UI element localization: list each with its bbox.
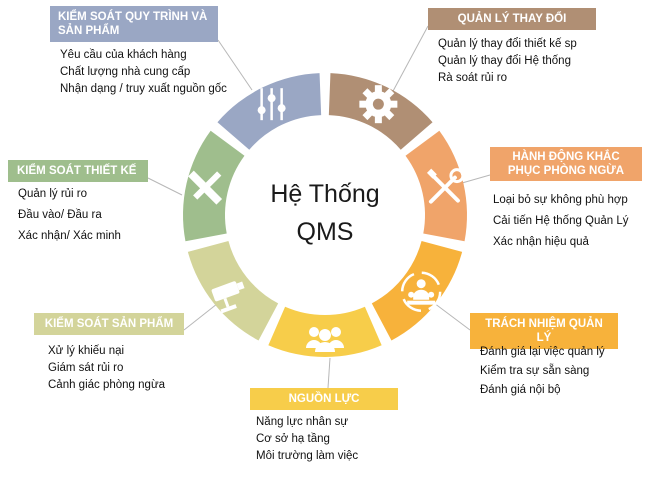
- list-item: Loại bỏ sự không phù hợp: [493, 194, 628, 206]
- list-item: Xác nhận/ Xác minh: [18, 230, 121, 242]
- list-item: Cải tiến Hệ thống Quản Lý: [493, 215, 629, 227]
- list-item: Môi trường làm việc: [256, 450, 359, 462]
- leader-line-kiem-soat-quy-trinh: [217, 39, 253, 91]
- list-item: Chất lượng nhà cung cấp: [60, 66, 191, 78]
- wheel-segment-hanh-dong-khac-phuc: [405, 130, 467, 242]
- team-cycle-icon: [400, 271, 442, 312]
- section-items-kiem-soat-san-pham: Xử lý khiếu nại Giám sát rủi ro Cảnh giá…: [48, 343, 165, 394]
- wheel-segment-kiem-soat-quy-trinh: [217, 73, 322, 150]
- section-items-nguon-luc: Năng lực nhân sự Cơ sở hạ tầng Môi trườn…: [256, 414, 358, 465]
- list-item: Quản lý thay đổi thiết kế sp: [438, 38, 577, 50]
- list-item: Giám sát rủi ro: [48, 362, 124, 374]
- section-header-nguon-luc: NGUỒN LỰC: [250, 388, 398, 410]
- leader-line-quan-ly-thay-doi: [391, 25, 429, 94]
- section-items-trach-nhiem-quan-ly: Đánh giá lại việc quản lý Kiểm tra sự sẵ…: [480, 343, 605, 400]
- center-title-line1: Hệ Thống: [270, 180, 380, 208]
- list-item: Năng lực nhân sự: [256, 416, 349, 428]
- section-header-trach-nhiem-quan-ly: TRÁCH NHIỆM QUẢN LÝ: [470, 313, 618, 349]
- list-item: Đầu vào/ Đầu ra: [18, 209, 102, 221]
- leader-line-nguon-luc: [327, 357, 331, 389]
- section-header-kiem-soat-quy-trinh: KIỂM SOÁT QUY TRÌNH VÀ SẢN PHẨM: [50, 6, 218, 42]
- section-header-quan-ly-thay-doi: QUẢN LÝ THAY ĐỔI: [428, 8, 596, 30]
- gear-icon: [359, 85, 398, 124]
- list-item: Quản lý thay đổi Hệ thống: [438, 55, 571, 67]
- list-item: Quản lý rủi ro: [18, 188, 88, 200]
- list-item: Cảnh giác phòng ngừa: [48, 379, 166, 391]
- pencil-ruler-icon: [188, 170, 223, 205]
- sliders-icon: [257, 88, 286, 121]
- wheel-icons: [188, 85, 465, 352]
- wheel-segments: [182, 73, 467, 357]
- list-item: Nhận dạng / truy xuất nguồn gốc: [60, 83, 227, 95]
- list-item: Rà soát rủi ro: [438, 72, 508, 84]
- section-items-quan-ly-thay-doi: Quản lý thay đổi thiết kế sp Quản lý tha…: [438, 36, 577, 87]
- section-items-kiem-soat-quy-trinh: Yêu cầu của khách hàng Chất lượng nhà cu…: [60, 47, 227, 98]
- center-title: Hệ Thống QMS: [230, 178, 420, 248]
- list-item: Đánh giá nội bộ: [480, 384, 561, 396]
- list-item: Kiểm tra sự sẵn sàng: [480, 365, 590, 377]
- section-header-kiem-soat-thiet-ke: KIỂM SOÁT THIẾT KẾ: [8, 160, 148, 182]
- people-icon: [306, 327, 344, 352]
- list-item: Xử lý khiếu nại: [48, 345, 125, 357]
- wheel-center-disc: [230, 120, 420, 310]
- list-item: Yêu cầu của khách hàng: [60, 49, 187, 61]
- camera-icon: [211, 281, 245, 314]
- tools-icon: [426, 168, 465, 204]
- leader-line-kiem-soat-thiet-ke: [147, 177, 183, 196]
- leader-line-trach-nhiem-quan-ly: [429, 299, 471, 331]
- center-title-line2: QMS: [296, 218, 354, 246]
- section-header-hanh-dong-khac-phuc: HÀNH ĐỘNG KHẮC PHỤC PHÒNG NGỪA: [490, 147, 642, 181]
- list-item: Xác nhận hiệu quả: [493, 236, 589, 248]
- section-items-kiem-soat-thiet-ke: Quản lý rủi ro Đầu vào/ Đầu ra Xác nhận/…: [18, 184, 121, 247]
- section-header-kiem-soat-san-pham: KIỂM SOÁT SẢN PHẨM: [34, 313, 184, 335]
- wheel-segment-kiem-soat-thiet-ke: [182, 130, 245, 242]
- wheel-segment-trach-nhiem-quan-ly: [371, 240, 463, 341]
- list-item: Cơ sở hạ tầng: [256, 433, 330, 445]
- section-items-hanh-dong-khac-phuc: Loại bỏ sự không phù hợp Cải tiến Hệ thố…: [493, 190, 629, 253]
- list-item: Đánh giá lại việc quản lý: [480, 346, 605, 358]
